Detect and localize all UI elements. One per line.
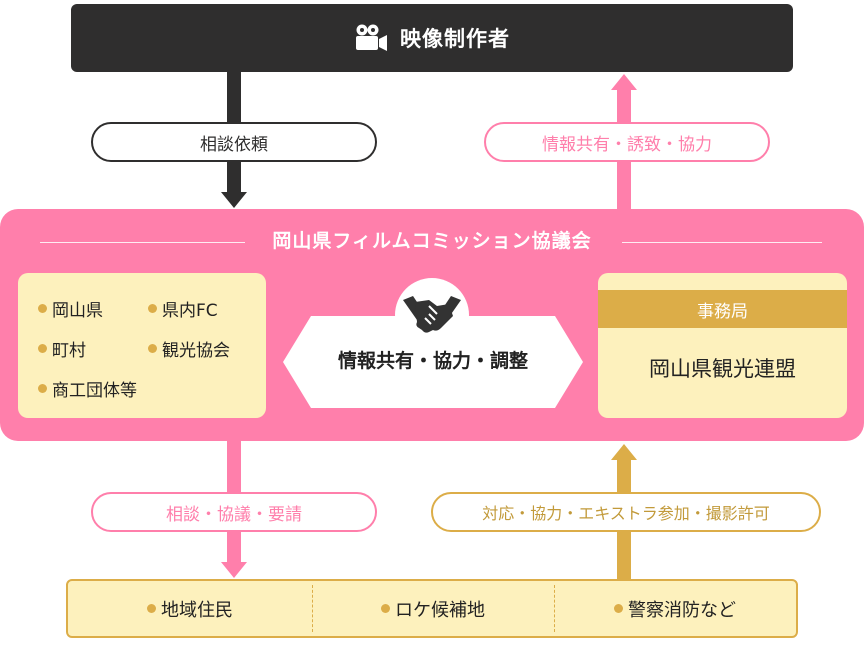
arrow-top-left-head xyxy=(221,192,247,208)
title-rule-left xyxy=(40,242,245,243)
center-label: 情報共有・協力・調整 xyxy=(337,350,528,372)
member-item: 商工団体等 xyxy=(38,376,137,401)
bullet-dot xyxy=(148,304,157,313)
member-label: 県内FC xyxy=(162,301,218,321)
member-item: 町村 xyxy=(38,336,86,361)
member-label: 商工団体等 xyxy=(52,381,137,401)
council-title: 岡山県フィルムコミッション協議会 xyxy=(272,230,592,252)
member-item: 岡山県 xyxy=(38,296,103,321)
local-item-label: 警察消防など xyxy=(628,599,736,621)
local-item-label: ロケ候補地 xyxy=(395,599,485,621)
divider xyxy=(312,585,313,632)
local-item-label: 地域住民 xyxy=(161,599,233,621)
member-label: 岡山県 xyxy=(52,301,103,321)
arrow-bottom-left-head xyxy=(221,562,247,578)
secretariat-box: 事務局 岡山県観光連盟 xyxy=(598,273,847,418)
local-parties-box: 地域住民 ロケ候補地 警察消防など xyxy=(66,579,798,638)
label-consult-request: 相談依頼 xyxy=(91,122,377,162)
members-box: 岡山県 県内FC 町村 観光協会 商工団体等 xyxy=(18,273,266,418)
title-rule-right xyxy=(622,242,822,243)
center-hexagon xyxy=(283,316,583,408)
member-label: 町村 xyxy=(52,341,86,361)
label-consult-discuss: 相談・協議・要請 xyxy=(91,492,377,532)
video-camera-icon xyxy=(356,24,387,51)
bullet-dot xyxy=(614,604,623,613)
label-response-cooperation: 対応・協力・エキストラ参加・撮影許可 xyxy=(431,492,821,532)
secretariat-name: 岡山県観光連盟 xyxy=(649,357,796,381)
producer-bar: 映像制作者 xyxy=(71,4,793,72)
bullet-dot xyxy=(148,344,157,353)
bullet-dot xyxy=(38,304,47,313)
member-item: 県内FC xyxy=(148,296,218,321)
member-item: 観光協会 xyxy=(148,336,230,361)
bullet-dot xyxy=(147,604,156,613)
bullet-dot xyxy=(38,344,47,353)
member-label: 観光協会 xyxy=(162,341,230,361)
label-info-sharing: 情報共有・誘致・協力 xyxy=(484,122,770,162)
bullet-dot xyxy=(38,384,47,393)
handshake-icon xyxy=(403,296,461,333)
local-item: 警察消防など xyxy=(554,581,796,636)
local-item: ロケ候補地 xyxy=(312,581,554,636)
arrow-top-right-head xyxy=(611,74,637,90)
local-item: 地域住民 xyxy=(68,581,312,636)
producer-title: 映像制作者 xyxy=(400,27,510,51)
bullet-dot xyxy=(381,604,390,613)
divider xyxy=(554,585,555,632)
arrow-bottom-right-head xyxy=(611,444,637,460)
secretariat-header: 事務局 xyxy=(598,290,847,328)
